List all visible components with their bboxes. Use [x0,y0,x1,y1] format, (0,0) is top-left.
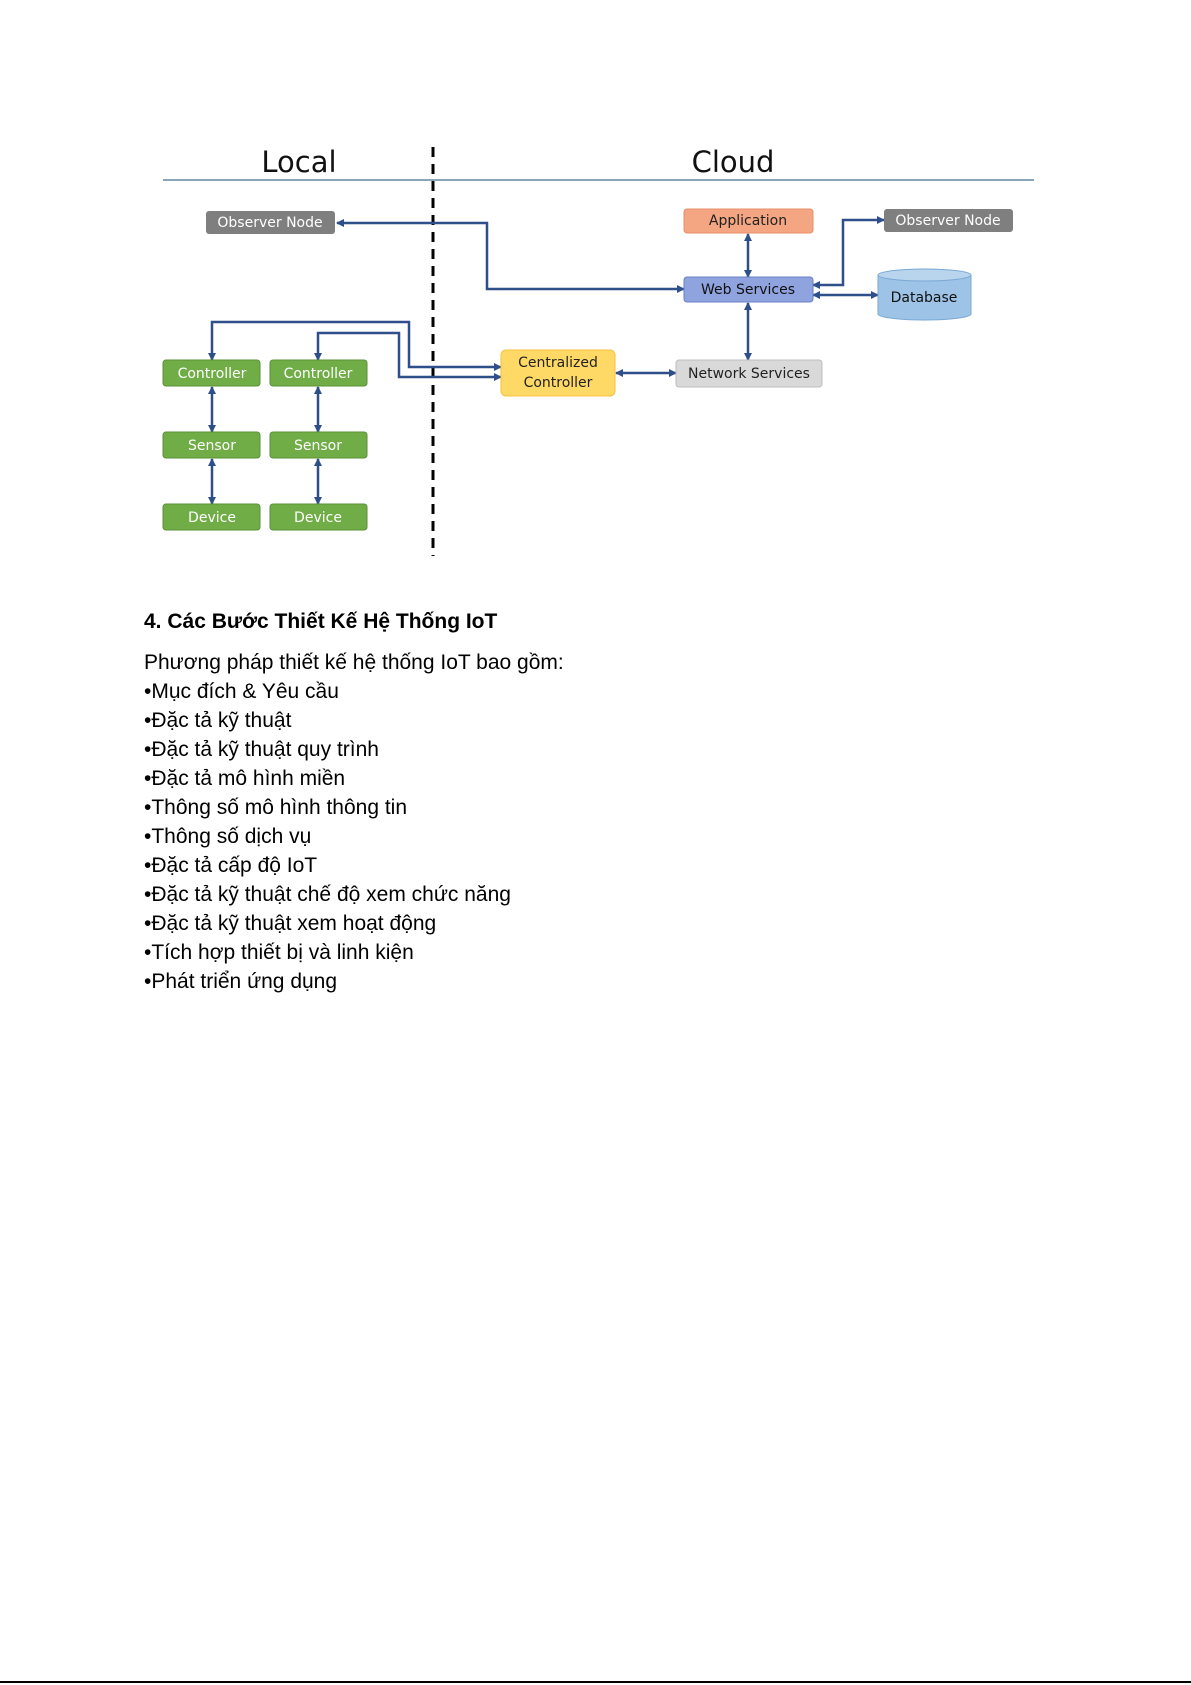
list-item: •Đặc tả kỹ thuật chế độ xem chức năng [144,883,511,906]
sensor-1-node [162,431,261,459]
database-label: Database [891,290,958,306]
observer-node-right-label: Observer Node [895,213,1000,229]
observer-node-left-label: Observer Node [217,215,322,231]
list-item: •Thông số mô hình thông tin [144,796,408,819]
arrow-web-observer-left [336,219,685,293]
section-intro: Phương pháp thiết kế hệ thống IoT bao gồ… [144,651,564,674]
zone-label-local: Local [261,145,336,179]
list-item: •Đặc tả kỹ thuật quy trình [144,738,379,761]
network-services-label: Network Services [688,366,810,382]
centralized-controller-label-1: Centralized [518,355,598,371]
sensor-1-label: Sensor [188,438,236,454]
device-2-node [269,503,368,531]
list-item: •Phát triển ứng dụng [144,970,338,993]
web-services-node: Web Services [683,276,814,303]
iot-architecture-diagram: Local Cloud Observer Node Application Ob… [162,145,1034,556]
arrow-controller2-central [314,331,502,381]
page-bottom-border [0,1681,1191,1683]
list-item: •Đặc tả cấp độ IoT [144,854,318,877]
controller-1-label: Controller [178,366,247,382]
network-services-node: Network Services [675,359,823,388]
zone-label-cloud: Cloud [692,145,775,179]
application-label: Application [709,213,787,229]
application-node: Application [683,208,814,234]
list-item: •Mục đích & Yêu cầu [144,680,339,703]
web-services-label: Web Services [701,282,795,298]
list-item: •Thông số dịch vụ [144,825,312,848]
device-2-label: Device [294,510,342,526]
section-heading: 4. Các Bước Thiết Kế Hệ Thống IoT [144,610,498,633]
controller-2-node [269,359,368,387]
observer-node-left: Observer Node [206,211,335,234]
section-body: Phương pháp thiết kế hệ thống IoT bao gồ… [144,648,564,996]
controller-1-node [162,359,261,387]
observer-node-right: Observer Node [884,209,1013,232]
centralized-controller-node: Centralized Controller [500,349,616,397]
list-item: •Tích hợp thiết bị và linh kiện [144,941,414,964]
database-node: Database [877,268,972,321]
list-item: •Đặc tả kỹ thuật xem hoạt động [144,912,437,935]
sensor-2-label: Sensor [294,438,342,454]
controller-2-label: Controller [284,366,353,382]
centralized-controller-label-2: Controller [524,375,593,391]
device-1-node [162,503,261,531]
list-item: •Đặc tả mô hình miền [144,767,346,790]
sensor-2-node [269,431,368,459]
list-item: •Đặc tả kỹ thuật [144,709,292,732]
arrow-web-observer-right [812,216,885,289]
device-1-label: Device [188,510,236,526]
